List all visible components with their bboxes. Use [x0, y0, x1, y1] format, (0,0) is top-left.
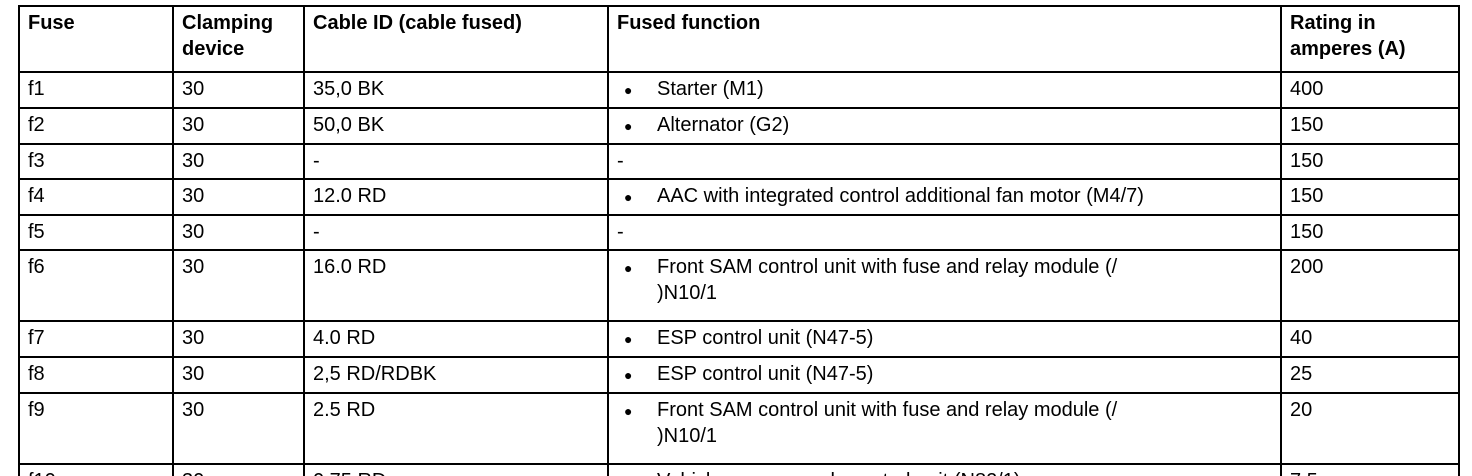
- fused-function-text: AAC with integrated control additional f…: [657, 185, 1144, 207]
- cell-fuse: f8: [18, 356, 174, 394]
- cell-clamping-device: 30: [172, 392, 305, 465]
- cell-cable-id: 4.0 RD: [303, 320, 609, 358]
- fused-function-text: Front SAM control unit with fuse and rel…: [657, 399, 1118, 447]
- table-row-f8: f8 30 2,5 RD/RDBK ● ESP control unit (N47…: [18, 356, 1460, 394]
- fused-function-text: -: [617, 221, 624, 243]
- bullet-icon: ●: [624, 118, 633, 134]
- cell-cable-id: 0.75 RD: [303, 463, 609, 476]
- cell-clamping-device: 30: [172, 71, 305, 109]
- cell-cable-id: 16.0 RD: [303, 249, 609, 322]
- column-header-rating: Rating in amperes (A): [1280, 5, 1460, 73]
- cell-cable-id: 12.0 RD: [303, 178, 609, 216]
- bullet-icon: ●: [624, 260, 633, 276]
- column-header-fused-function: Fused function: [607, 5, 1282, 73]
- cell-fuse: f5: [18, 214, 174, 251]
- cell-rating: 150: [1280, 214, 1460, 251]
- cell-fused-function: ● Alternator (G2): [607, 107, 1282, 145]
- bullet-icon: ●: [624, 189, 633, 205]
- fused-function-text: Vehicle power supply control unit (N82/1…: [657, 468, 1272, 476]
- cell-fused-function: ● Starter (M1): [607, 71, 1282, 109]
- cell-fused-function: ●Vehicle power supply control unit (N82/…: [607, 463, 1282, 476]
- cell-cable-id: 35,0 BK: [303, 71, 609, 109]
- cell-rating: 150: [1280, 178, 1460, 216]
- bullet-icon: ●: [624, 403, 633, 419]
- bullet-icon: ●: [624, 82, 633, 98]
- cell-fuse: f10: [18, 463, 174, 476]
- table-row-f4: f4 30 12.0 RD ● AAC with integrated contr…: [18, 178, 1460, 216]
- cell-cable-id: 2,5 RD/RDBK: [303, 356, 609, 394]
- table-header: Fuse Clamping device Cable ID (cable fus…: [18, 5, 1460, 73]
- cell-rating: 200: [1280, 249, 1460, 322]
- table-row-f6: f6 30 16.0 RD ● Front SAM control unit wi…: [18, 249, 1460, 322]
- bullet-icon: ●: [624, 331, 633, 347]
- fused-function-text: ESP control unit (N47-5): [657, 363, 874, 385]
- cell-clamping-device: 30: [172, 107, 305, 145]
- cell-fuse: f4: [18, 178, 174, 216]
- fuse-allocation-table: Fuse Clamping device Cable ID (cable fus…: [18, 5, 1460, 476]
- cell-fused-function: ● Front SAM control unit with fuse and re…: [607, 392, 1282, 465]
- cell-fuse: f6: [18, 249, 174, 322]
- cell-fused-function: -: [607, 143, 1282, 180]
- table-row-f10: f10 30 0.75 RD ●Vehicle power supply con…: [18, 463, 1460, 476]
- cell-clamping-device: 30: [172, 249, 305, 322]
- cell-rating: 40: [1280, 320, 1460, 358]
- cell-cable-id: -: [303, 143, 609, 180]
- cell-rating: 20: [1280, 392, 1460, 465]
- cell-fused-function: -: [607, 214, 1282, 251]
- cell-cable-id: 50,0 BK: [303, 107, 609, 145]
- column-header-clamping-device: Clamping device: [172, 5, 305, 73]
- cell-cable-id: 2.5 RD: [303, 392, 609, 465]
- bullet-icon: ●: [624, 367, 633, 383]
- cell-fuse: f9: [18, 392, 174, 465]
- cell-fuse: f7: [18, 320, 174, 358]
- fused-function-text: Alternator (G2): [657, 114, 790, 136]
- table-row-f3: f3 30 - - 150: [18, 143, 1460, 180]
- table-row-f9: f9 30 2.5 RD ● Front SAM control unit wit…: [18, 392, 1460, 465]
- fused-function-text: -: [617, 150, 624, 172]
- cell-fuse: f1: [18, 71, 174, 109]
- column-header-cable-id: Cable ID (cable fused): [303, 5, 609, 73]
- column-header-fuse: Fuse: [18, 5, 174, 73]
- cell-rating: 7.5: [1280, 463, 1460, 476]
- cell-clamping-device: 30: [172, 320, 305, 358]
- table-body: f1 30 35,0 BK ● Starter (M1) 400 f2 30 50…: [18, 71, 1460, 476]
- fused-function-text: Front SAM control unit with fuse and rel…: [657, 256, 1118, 304]
- table-row-f2: f2 30 50,0 BK ● Alternator (G2) 150: [18, 107, 1460, 145]
- cell-fused-function: ● Front SAM control unit with fuse and re…: [607, 249, 1282, 322]
- cell-clamping-device: 30: [172, 214, 305, 251]
- table-row-f1: f1 30 35,0 BK ● Starter (M1) 400: [18, 71, 1460, 109]
- cell-clamping-device: 30: [172, 463, 305, 476]
- fused-function-text: Starter (M1): [657, 78, 764, 100]
- cell-cable-id: -: [303, 214, 609, 251]
- cell-fuse: f3: [18, 143, 174, 180]
- cell-fuse: f2: [18, 107, 174, 145]
- cell-fused-function: ● AAC with integrated control additional …: [607, 178, 1282, 216]
- table-row-f7: f7 30 4.0 RD ● ESP control unit (N47-5) 4…: [18, 320, 1460, 358]
- header-row: Fuse Clamping device Cable ID (cable fus…: [18, 5, 1460, 73]
- table-row-f5: f5 30 - - 150: [18, 214, 1460, 251]
- cell-clamping-device: 30: [172, 356, 305, 394]
- fused-function-text: ESP control unit (N47-5): [657, 327, 874, 349]
- cell-rating: 400: [1280, 71, 1460, 109]
- cell-rating: 150: [1280, 143, 1460, 180]
- cell-rating: 25: [1280, 356, 1460, 394]
- bullet-icon: ●: [617, 468, 657, 476]
- cell-fused-function: ● ESP control unit (N47-5): [607, 356, 1282, 394]
- cell-clamping-device: 30: [172, 143, 305, 180]
- cell-clamping-device: 30: [172, 178, 305, 216]
- cell-fused-function: ● ESP control unit (N47-5): [607, 320, 1282, 358]
- cell-rating: 150: [1280, 107, 1460, 145]
